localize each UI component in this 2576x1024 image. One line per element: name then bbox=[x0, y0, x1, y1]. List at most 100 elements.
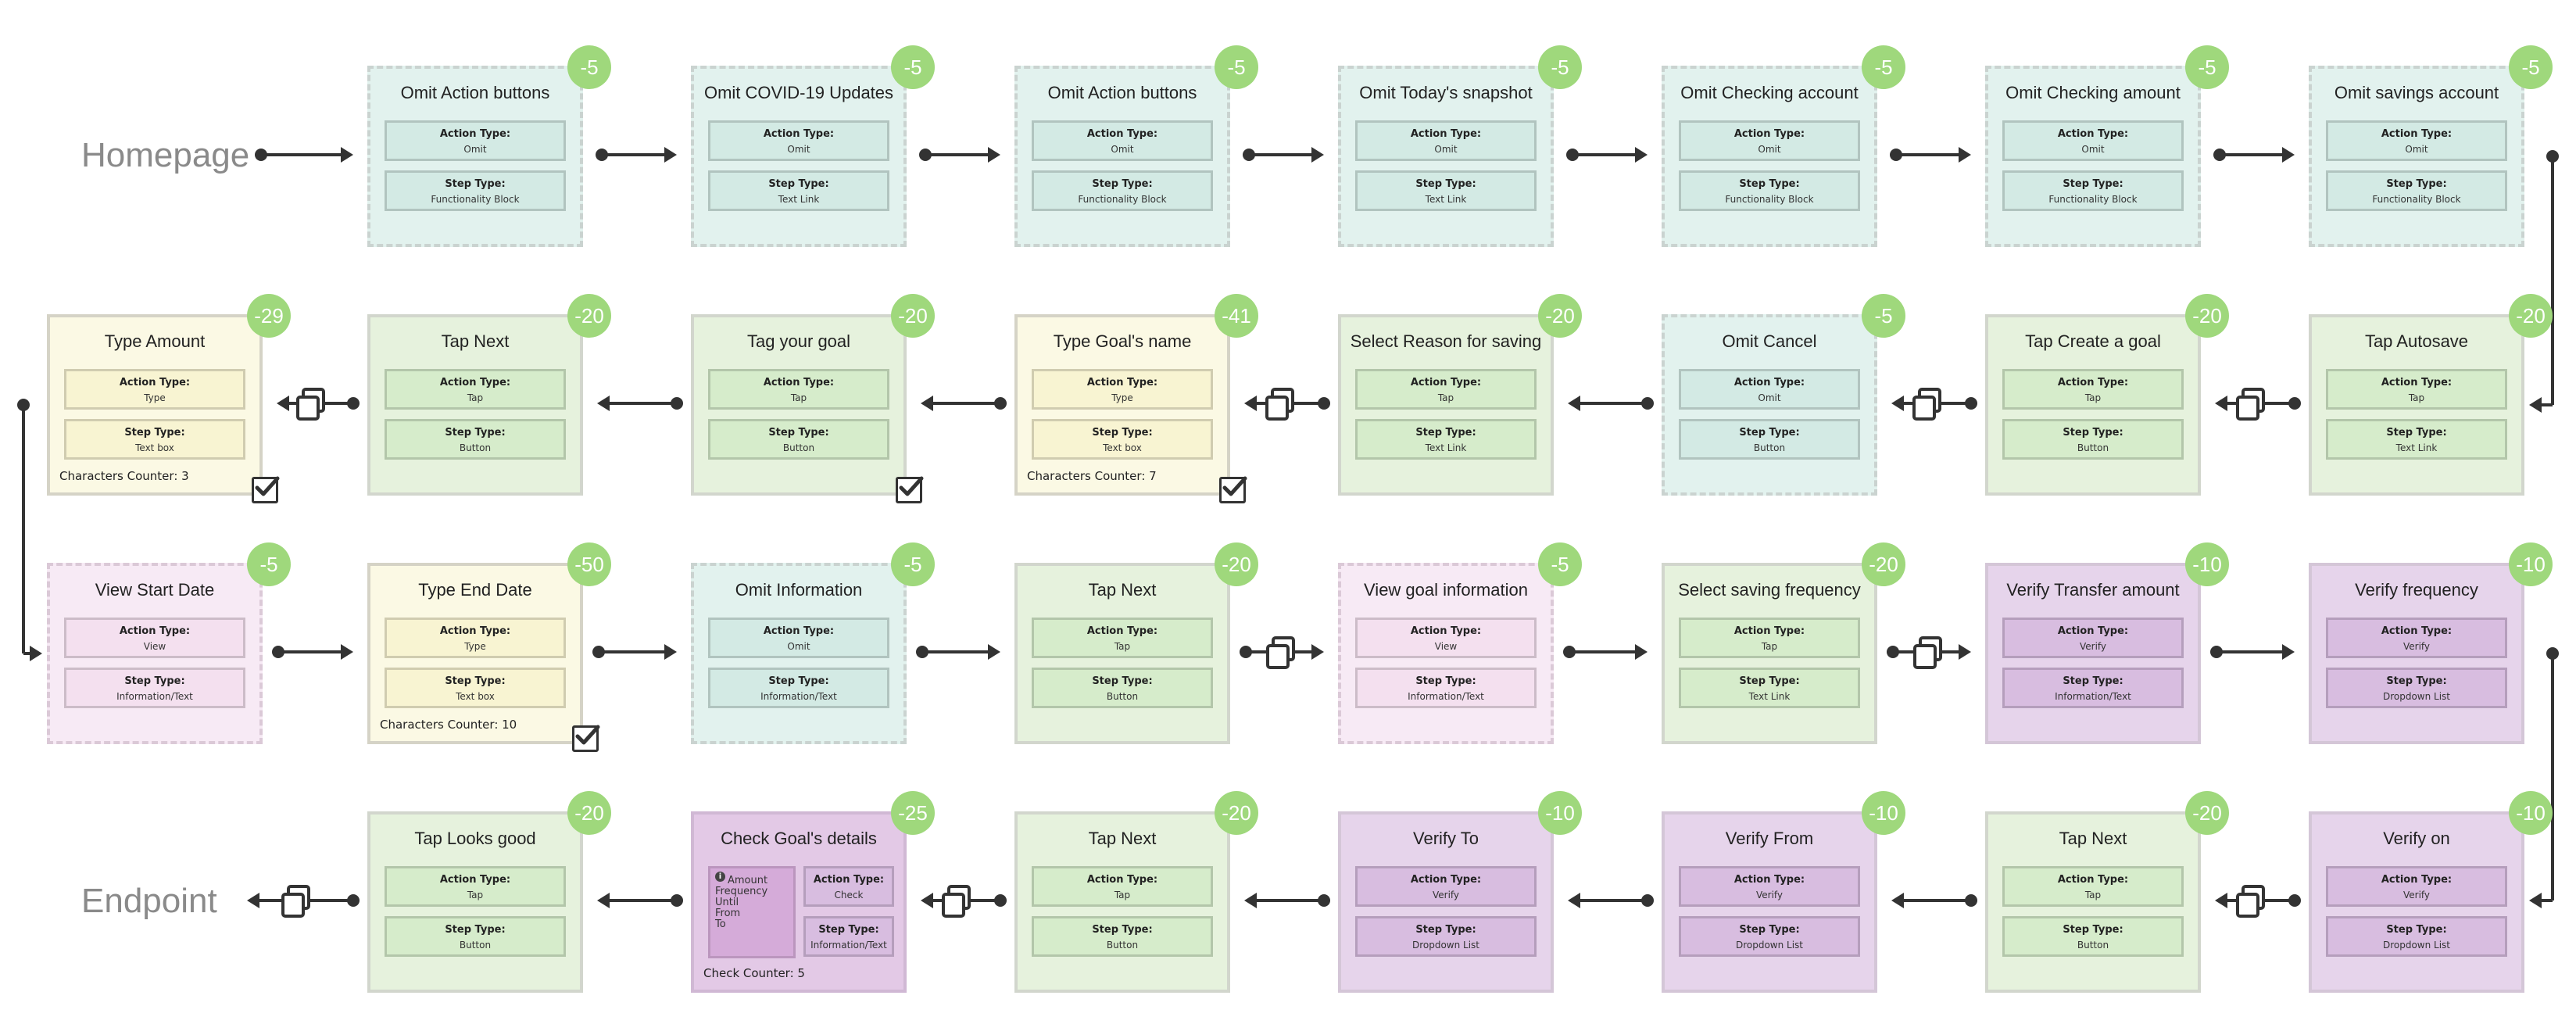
step-title: Omit Cancel bbox=[1722, 331, 1817, 351]
step-type-field: Step Type:Information/Text bbox=[2002, 668, 2184, 708]
score-badge: -5 bbox=[1215, 45, 1258, 89]
action-type-field: Action Type:Tap bbox=[1355, 369, 1537, 410]
step-type-label: Step Type: bbox=[2386, 924, 2447, 936]
step-type-label: Step Type: bbox=[1092, 675, 1153, 687]
step-type-field: Step Type:Text Link bbox=[1679, 668, 1860, 708]
checkbox-checked-icon[interactable] bbox=[252, 476, 280, 503]
step-title: Omit Today's snapshot bbox=[1359, 83, 1533, 102]
action-type-value: Check bbox=[834, 890, 864, 900]
action-type-label: Action Type: bbox=[119, 625, 191, 637]
action-type-field: Action Type:Type bbox=[385, 618, 566, 658]
step-counter: Characters Counter: 10 bbox=[380, 718, 517, 732]
action-type-label: Action Type: bbox=[119, 377, 191, 388]
step-type-value: Information/Text bbox=[2055, 691, 2131, 702]
checkbox-checked-icon[interactable] bbox=[1219, 476, 1247, 503]
step-type-field: Step Type: Button bbox=[708, 419, 889, 460]
step-type-value: Button bbox=[782, 442, 815, 453]
step-type-field: Step Type:Button bbox=[385, 419, 566, 460]
step-type-field: Step Type:Information/Text bbox=[708, 668, 889, 708]
step-title: Type Goal's name bbox=[1053, 331, 1192, 351]
step-type-field: Step Type:Functionality Block bbox=[2002, 170, 2184, 211]
copy-screens-icon bbox=[1913, 636, 1942, 669]
action-type-label: Action Type: bbox=[1086, 128, 1158, 140]
step-type-value: Functionality Block bbox=[2372, 194, 2461, 205]
step-type-value: Text Link bbox=[778, 194, 820, 205]
action-type-label: Action Type: bbox=[1086, 874, 1158, 886]
step-counter: Check Counter: 5 bbox=[703, 966, 805, 980]
step-type-label: Step Type: bbox=[2063, 427, 2123, 439]
step-title: Tap Next bbox=[2059, 829, 2127, 848]
action-type-label: Action Type: bbox=[763, 377, 835, 388]
step-type-label: Step Type: bbox=[768, 178, 829, 190]
step-type-value: Text box bbox=[1103, 442, 1142, 453]
action-type-field: Action Type:Verify bbox=[1679, 866, 1860, 907]
step-type-label: Step Type: bbox=[818, 924, 879, 936]
action-type-label: Action Type: bbox=[1410, 377, 1482, 388]
action-type-value: Tap bbox=[2084, 890, 2102, 900]
step-type-label: Step Type: bbox=[1739, 924, 1800, 936]
action-type-label: Action Type: bbox=[2057, 128, 2129, 140]
step-title: Select Reason for saving bbox=[1350, 331, 1542, 351]
action-type-label: Action Type: bbox=[1733, 874, 1805, 886]
step-title: Tap Next bbox=[1088, 829, 1157, 848]
action-type-value: Type bbox=[144, 392, 166, 403]
step-title: Omit Information bbox=[735, 580, 863, 600]
step-type-label: Step Type: bbox=[1415, 675, 1476, 687]
step-type-field: Step Type:Button bbox=[2002, 916, 2184, 957]
score-badge: -5 bbox=[2509, 45, 2553, 89]
step-type-value: Text box bbox=[135, 442, 174, 453]
action-type-value: View bbox=[1434, 641, 1458, 652]
score-badge: -20 bbox=[567, 294, 611, 338]
step-type-field: Step Type:Button bbox=[1679, 419, 1860, 460]
score-badge: -5 bbox=[2185, 45, 2229, 89]
action-type-label: Action Type: bbox=[439, 377, 511, 388]
action-type-label: Action Type: bbox=[1733, 128, 1805, 140]
checkbox-checked-icon[interactable] bbox=[572, 725, 600, 752]
action-type-label: Action Type: bbox=[1086, 377, 1158, 388]
step-type-value: Text Link bbox=[1748, 691, 1791, 702]
step-type-label: Step Type: bbox=[768, 427, 829, 439]
score-badge: -41 bbox=[1215, 294, 1258, 338]
action-type-label: Action Type: bbox=[439, 625, 511, 637]
action-type-field: Action Type:Omit bbox=[2002, 120, 2184, 161]
step-type-label: Step Type: bbox=[124, 427, 185, 439]
step-type-value: Button bbox=[1106, 940, 1139, 951]
action-type-field: Action Type:Verify bbox=[2326, 866, 2507, 907]
action-type-field: Action Type:Tap bbox=[2002, 866, 2184, 907]
action-type-value: Verify bbox=[2079, 641, 2107, 652]
step-type-field: Step Type: Text Link bbox=[708, 170, 889, 211]
checkbox-checked-icon[interactable] bbox=[896, 476, 924, 503]
step-type-field: Step Type:Button bbox=[1032, 668, 1213, 708]
